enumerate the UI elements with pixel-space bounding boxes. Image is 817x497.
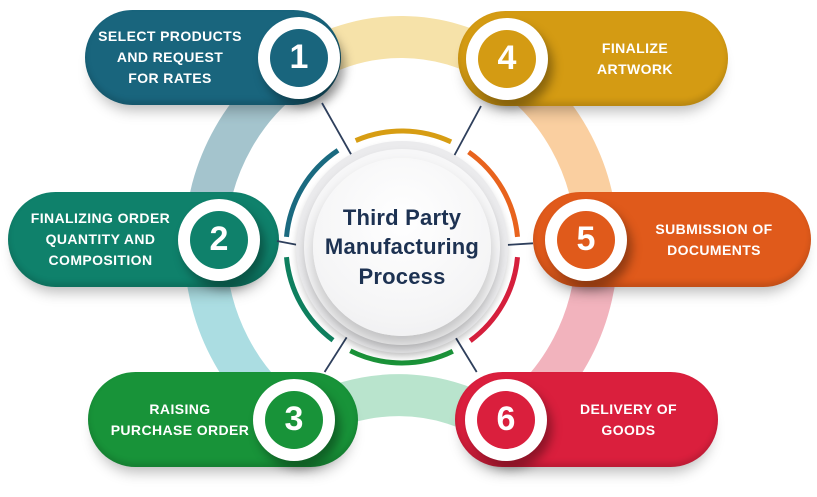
ring-segment-green-bottom	[349, 348, 454, 366]
step-badge-3: 3	[253, 378, 335, 461]
step-pill-2: FINALIZING ORDER QUANTITY AND COMPOSITIO…	[8, 192, 279, 287]
diagram-title: Third Party Manufacturing Process	[324, 205, 480, 289]
step-badge-1: 1	[258, 16, 340, 99]
step-pill-3: RAISING PURCHASE ORDER 3	[88, 372, 358, 467]
ring-segment-gold-top	[354, 128, 453, 145]
step-badge-4: 4	[466, 17, 548, 100]
step-badge-2: 2	[178, 198, 260, 281]
step-label-6: DELIVERY OF GOODS	[580, 400, 677, 438]
center-disc-inner: Third Party Manufacturing Process	[313, 158, 491, 336]
step-label-2: FINALIZING ORDER QUANTITY AND COMPOSITIO…	[30, 210, 171, 268]
step-badge-5: 5	[545, 198, 627, 281]
step-badge-6: 6	[465, 378, 547, 461]
connector-line-6	[454, 336, 478, 373]
step-number-2: 2	[190, 210, 248, 269]
step-pill-6: 6 DELIVERY OF GOODS	[455, 372, 718, 467]
connector-line-2	[276, 240, 299, 246]
step-number-5: 5	[557, 210, 615, 269]
step-number-3: 3	[265, 390, 323, 449]
connector-line-4	[452, 105, 482, 158]
step-label-1: SELECT PRODUCTS AND REQUEST FOR RATES	[98, 28, 242, 86]
step-pill-5: 5 SUBMISSION OF DOCUMENTS	[533, 192, 811, 287]
step-label-5: SUBMISSION OF DOCUMENTS	[655, 220, 773, 258]
ring-segment-red-lower-right	[468, 256, 520, 343]
ring-segment-orange-upper-right	[467, 149, 520, 238]
step-label-4: FINALIZE ARTWORK	[597, 39, 673, 77]
step-number-4: 4	[478, 29, 536, 88]
step-pill-1: SELECT PRODUCTS AND REQUEST FOR RATES 1	[85, 10, 341, 105]
ring-segment-teal-upper-left	[284, 148, 340, 238]
step-number-6: 6	[477, 390, 535, 449]
step-pill-4: 4 FINALIZE ARTWORK	[458, 11, 728, 106]
ring-segment-sea-green-lower-left	[284, 256, 335, 343]
connector-line-5	[505, 242, 534, 246]
step-label-3: RAISING PURCHASE ORDER	[110, 400, 250, 438]
connector-line-1	[321, 102, 353, 157]
connector-line-3	[323, 335, 349, 373]
step-number-1: 1	[270, 28, 328, 87]
